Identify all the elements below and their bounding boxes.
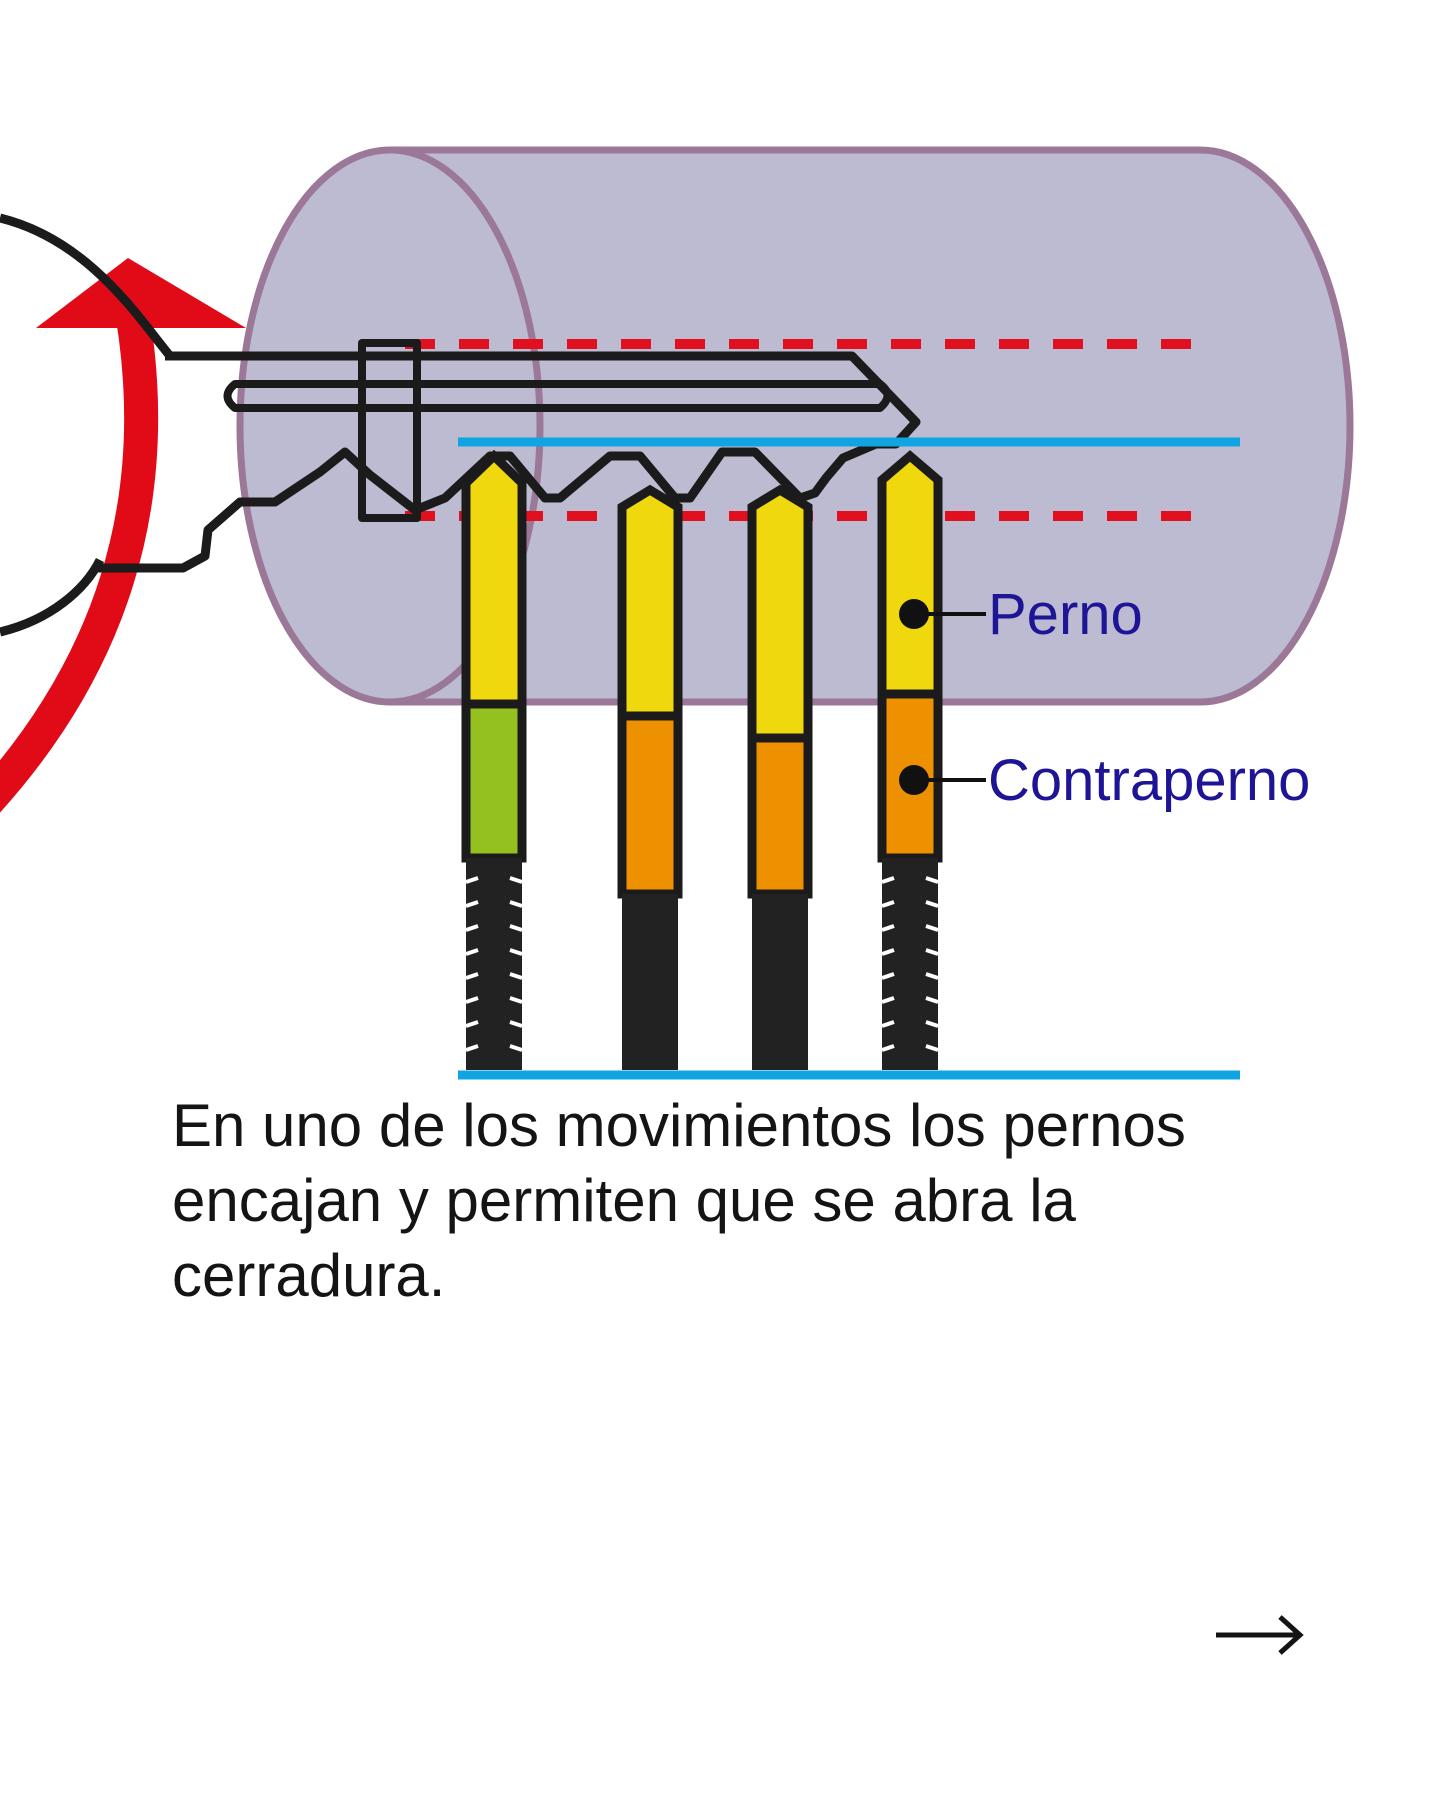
pin-2 xyxy=(617,484,683,721)
spring-2 xyxy=(622,894,678,1070)
spring-4 xyxy=(882,858,938,1070)
key-bow xyxy=(0,213,174,359)
pin-callout: Perno xyxy=(899,582,1143,647)
pin-stack-3 xyxy=(747,484,813,1070)
driver-pin-label: Contraperno xyxy=(988,748,1310,813)
cylinder-front-edge xyxy=(389,146,544,706)
key-stop xyxy=(358,339,421,522)
caption-text: En uno de los movimientos los pernos enc… xyxy=(172,1092,1186,1309)
pin-3 xyxy=(747,484,813,743)
key xyxy=(0,213,921,637)
pin-label: Perno xyxy=(988,582,1143,647)
pin-4 xyxy=(877,450,943,699)
driver-pin-2 xyxy=(617,711,683,899)
spring-3 xyxy=(752,894,808,1070)
pin-stack-4 xyxy=(877,450,943,1070)
pin-stack-2 xyxy=(617,484,683,1070)
right-arrow-icon[interactable] xyxy=(1208,1605,1308,1665)
pin-stack-1 xyxy=(461,449,527,1070)
driver-pin-3 xyxy=(747,733,813,899)
key-bow-lower xyxy=(0,557,105,637)
key-groove xyxy=(223,380,892,412)
key-blade xyxy=(95,351,921,573)
driver-pin-1 xyxy=(461,699,527,863)
spring-1 xyxy=(466,858,522,1070)
driver-pin-callout: Contraperno xyxy=(899,748,1310,813)
rotation-arrow-icon xyxy=(0,258,246,813)
pin-1 xyxy=(461,449,527,709)
